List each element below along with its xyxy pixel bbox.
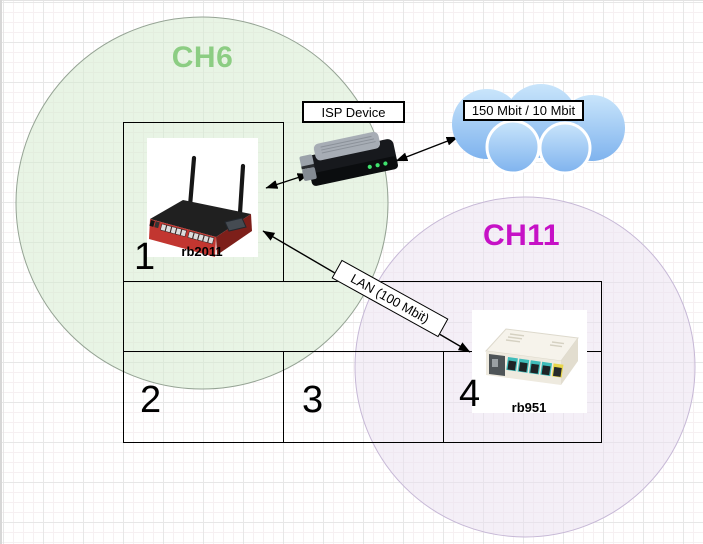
- router-sfp-ports: [149, 220, 160, 229]
- modem-vents: [320, 135, 376, 154]
- modem-led: [383, 161, 388, 166]
- internet-bandwidth-text: 150 Mbit / 10 Mbit: [471, 103, 576, 118]
- internet-bandwidth-label-box[interactable]: 150 Mbit / 10 Mbit: [463, 100, 584, 121]
- antenna-right: [237, 163, 246, 216]
- router-ethernet-ports: [160, 223, 215, 245]
- ch11-zone-title: CH11: [482, 219, 561, 252]
- modem-led: [367, 164, 372, 169]
- rb2011-router-image[interactable]: [147, 138, 258, 257]
- router-modem-arrow[interactable]: [265, 173, 310, 189]
- rb2011-label: rb2011: [181, 244, 223, 259]
- room-number-1: 1: [134, 236, 156, 278]
- isp-modem-image[interactable]: [297, 128, 398, 188]
- rb951-vents: [505, 333, 565, 348]
- canvas-left-edge: [0, 0, 2, 544]
- router-lcd: [224, 217, 247, 232]
- isp-device-label-text: ISP Device: [321, 104, 386, 120]
- room-number-4: 4: [459, 373, 481, 415]
- modem-internet-arrow[interactable]: [395, 136, 459, 162]
- internet-cloud-icon[interactable]: [452, 84, 625, 175]
- rb951-ethernet-ports: [506, 357, 564, 378]
- rb951-label: rb951: [511, 400, 547, 415]
- isp-device-label-box[interactable]: ISP Device: [302, 101, 405, 123]
- canvas-top-edge: [0, 0, 703, 1]
- room-number-2: 2: [140, 379, 162, 421]
- room-number-3: 3: [302, 379, 324, 421]
- ch6-zone-title: CH6: [171, 41, 234, 74]
- antenna-left: [187, 155, 197, 209]
- modem-led: [375, 163, 380, 168]
- rb951-router-image[interactable]: [472, 310, 587, 413]
